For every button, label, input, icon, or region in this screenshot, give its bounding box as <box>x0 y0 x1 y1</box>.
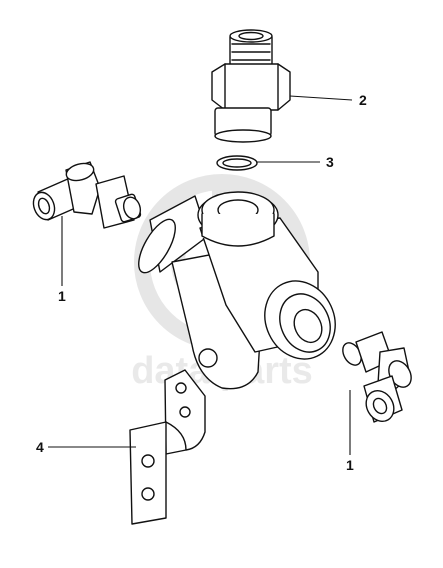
sealing-ring <box>216 155 258 171</box>
callout-1-left: 1 <box>58 288 66 304</box>
elbow-fitting-left <box>32 161 142 229</box>
callout-4: 4 <box>36 439 44 455</box>
callout-2: 2 <box>359 92 367 108</box>
leader-line-2 <box>289 95 353 101</box>
valve-body <box>138 191 336 390</box>
callout-1-right: 1 <box>346 457 354 473</box>
elbow-fitting-right <box>342 331 412 423</box>
threaded-adapter <box>211 29 291 143</box>
callout-3: 3 <box>326 154 334 170</box>
mounting-bracket <box>129 369 206 525</box>
